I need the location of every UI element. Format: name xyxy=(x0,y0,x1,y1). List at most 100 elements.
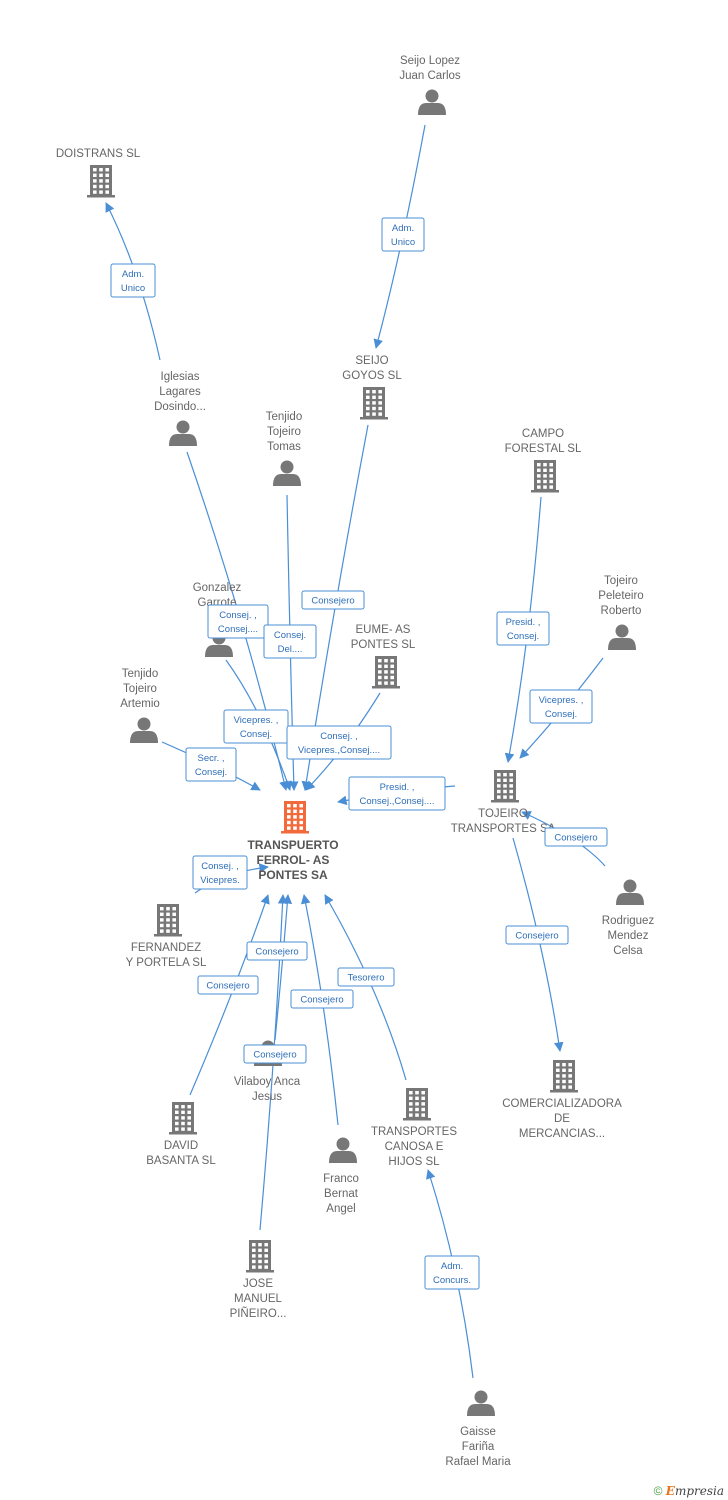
building-icon xyxy=(491,770,519,803)
building-icon-window xyxy=(568,1085,572,1089)
building-icon-window xyxy=(287,815,291,819)
building-icon-window xyxy=(172,929,176,933)
building-icon-window xyxy=(503,773,507,777)
edge-label-box xyxy=(243,1044,307,1064)
edge-label-text: Del.... xyxy=(278,644,303,655)
edge-label-e_gonzalez[interactable]: Consej. ,Consej.... xyxy=(207,604,269,639)
copyright-symbol: © xyxy=(653,1484,663,1498)
building-icon-window xyxy=(372,412,376,416)
edge-label-e_tojeiro_roberto[interactable]: Vicepres. , Consej. xyxy=(529,689,593,724)
edge-label-e_iglesias_main[interactable]: Vicepres. ,Consej. xyxy=(223,709,289,744)
person-icon xyxy=(616,879,644,905)
building-icon-window xyxy=(409,1096,413,1100)
edge-label-e_tojeiro_main[interactable]: Presid. ,Consej.,Consej.... xyxy=(348,776,446,811)
building-icon-window xyxy=(172,918,176,922)
edge-label-e_iglesias_doistrans[interactable]: Adm.Unico xyxy=(110,263,156,298)
edge-label-e_eume[interactable]: Consej. ,Vicepres.,Consej.... xyxy=(286,725,392,760)
building-icon-window xyxy=(287,804,291,808)
person-icon-body xyxy=(169,434,197,446)
building-icon-window xyxy=(105,168,109,172)
edge-label-text: Consej. xyxy=(545,709,577,720)
node-label: DE xyxy=(554,1113,570,1125)
building-icon-window xyxy=(187,1110,191,1114)
building-icon-window xyxy=(166,918,170,922)
building-icon xyxy=(154,904,182,937)
edge-label-e_rodriguez[interactable]: Consejero xyxy=(544,827,608,847)
node-label: Roberto xyxy=(601,605,642,617)
building-icon-window xyxy=(549,485,553,489)
edge-label-e_franco[interactable]: Consejero xyxy=(290,989,354,1009)
edge-label-text: Consej. xyxy=(507,631,539,642)
edge-label-e_gaisse[interactable]: Adm.Concurs. xyxy=(424,1255,480,1290)
building-icon-window xyxy=(537,463,541,467)
node-label: TRANSPORTES xyxy=(371,1126,457,1138)
edge-label-box xyxy=(544,827,608,847)
edge-label-e_tenjido_artemio[interactable]: Secr. ,Consej. xyxy=(185,747,237,782)
building-icon-base xyxy=(372,686,400,689)
edge-label-e_tojeiro_comercial[interactable]: Consejero xyxy=(505,925,569,945)
node-jose[interactable]: JOSEMANUELPIÑEIRO... xyxy=(230,1240,287,1320)
building-icon-window xyxy=(549,468,553,472)
building-icon-window xyxy=(537,479,541,484)
person-icon-head xyxy=(623,879,637,893)
building-icon-window xyxy=(378,675,382,680)
edge-label-e_seijo_lopez[interactable]: Adm.Unico xyxy=(381,217,425,252)
node-label: Tojeiro xyxy=(123,683,157,695)
building-icon-window xyxy=(366,406,370,411)
edge-label-box xyxy=(246,941,308,961)
building-icon-base xyxy=(531,490,559,493)
node-label: TRANSPUERTO xyxy=(247,838,338,852)
building-icon-window xyxy=(287,826,291,830)
edge-label-e_campo[interactable]: Presid. ,Consej. xyxy=(496,611,550,646)
building-icon-window xyxy=(299,815,303,819)
building-icon-window xyxy=(503,784,507,788)
edge-label-e_vilaboy[interactable]: Consejero xyxy=(246,941,308,961)
node-label: PIÑEIRO... xyxy=(230,1307,287,1320)
edge-line-e_vilaboy xyxy=(274,894,293,1041)
node-label: Fariña xyxy=(462,1441,495,1453)
node-comercializadora[interactable]: COMERCIALIZADORADEMERCANCIAS... xyxy=(502,1060,622,1140)
node-iglesias[interactable]: IglesiasLagaresDosindo... xyxy=(154,371,206,446)
edge-label-e_david[interactable]: Consejero xyxy=(197,975,259,995)
building-icon-window xyxy=(378,401,382,405)
edge-label-text: Consejero xyxy=(554,833,597,844)
edge-label-e_fernandez[interactable]: Consej. ,Vicepres. xyxy=(192,855,248,890)
building-icon-window xyxy=(509,784,513,788)
node-label: Iglesias xyxy=(161,371,200,383)
building-icon xyxy=(87,165,115,198)
building-icon-window xyxy=(421,1096,425,1100)
building-icon-window xyxy=(160,929,164,933)
building-icon-window xyxy=(299,826,303,830)
building-icon-window xyxy=(366,390,370,394)
node-doistrans[interactable]: DOISTRANS SL xyxy=(56,148,141,198)
edge-label-text: Vicepres. , xyxy=(539,695,584,706)
node-label: JOSE xyxy=(243,1278,273,1290)
edge-label-box xyxy=(529,689,593,724)
edge-label-e_canosa[interactable]: Tesorero xyxy=(337,967,395,987)
edge-label-box xyxy=(197,975,259,995)
building-icon-window xyxy=(568,1063,572,1067)
building-icon-window xyxy=(181,1116,185,1120)
person-icon-body xyxy=(608,638,636,650)
edge-label-e_tenjido_tomas[interactable]: Consej.Del.... xyxy=(263,624,317,659)
edge-label-box xyxy=(207,604,269,639)
footer-brand: © Empresia xyxy=(654,1484,724,1498)
edge-label-e_jose[interactable]: Consejero xyxy=(243,1044,307,1064)
building-icon-window xyxy=(537,474,541,478)
edge-label-e_seijo_goyos[interactable]: Consejero xyxy=(301,590,365,610)
